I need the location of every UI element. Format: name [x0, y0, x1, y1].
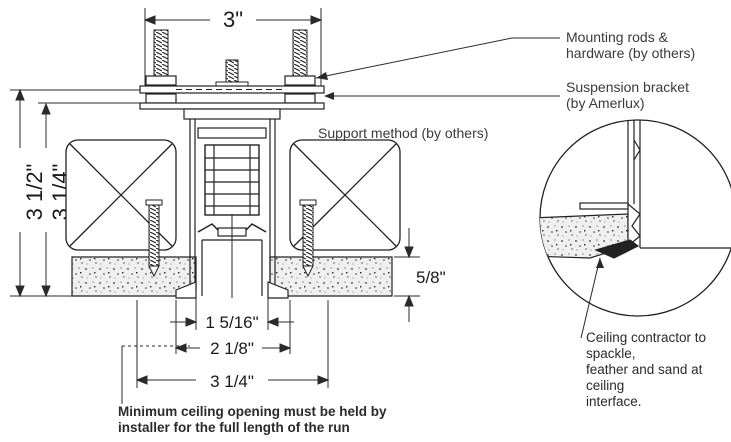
detail-circle-icon [539, 119, 731, 317]
mounting-rod-left [145, 29, 177, 104]
hex-nut-icon [145, 93, 177, 104]
wood-screw-icon [299, 199, 317, 278]
opening-width-label: 3 1/4" [210, 372, 254, 391]
ceiling-contractor-line-1: Ceiling contractor to spackle, [586, 330, 707, 361]
min-opening-line-1: Minimum ceiling opening must be held by [118, 404, 387, 419]
callout-leaders [315, 37, 560, 97]
bottom-extension-lines [136, 298, 329, 388]
min-opening-note: Minimum ceiling opening must be held by … [118, 404, 387, 436]
center-rod [215, 59, 249, 89]
support-method-label: Support method (by others) [318, 125, 488, 141]
mounting-rods-label-2: hardware (by others) [566, 45, 695, 61]
width-top-label: 3" [223, 7, 243, 32]
aperture-width-dimension [170, 317, 294, 327]
opening-width-dimension [135, 375, 330, 385]
mounting-arrow [316, 72, 328, 80]
aperture-width-label: 1 5/16" [205, 313, 258, 332]
wood-screw-icon [145, 199, 163, 278]
detail-arrow [596, 258, 604, 268]
flange-width-label: 2 1/8" [210, 339, 254, 358]
detail-leader [580, 257, 601, 339]
hex-nut-icon [145, 75, 177, 86]
hex-nut-icon [284, 93, 316, 104]
suspension-label-1: Suspension bracket [566, 79, 689, 95]
ceiling-thickness-dimension [394, 228, 420, 322]
body-height-dimension [38, 102, 140, 298]
hex-nut-icon [284, 75, 316, 86]
ceiling-contractor-note: Ceiling contractor to spackle, feather a… [586, 330, 731, 410]
min-opening-line-2: installer for the full length of the run [118, 420, 350, 435]
suspension-label-2: (by Amerlux) [566, 95, 645, 111]
ceiling-contractor-line-2: feather and sand at ceiling [586, 362, 703, 393]
width-top-dimension [143, 8, 323, 88]
ceiling-thickness-label: 5/8" [416, 268, 446, 287]
overall-height-label: 3 1/2" [22, 164, 47, 221]
fixture-housing [175, 108, 289, 299]
mounting-rod-right [284, 29, 316, 104]
suspension-arrow [324, 92, 334, 100]
mounting-rods-label-1: Mounting rods & [566, 29, 669, 45]
support-block-right [289, 139, 401, 251]
ceiling-contractor-line-3: interface. [586, 394, 642, 409]
